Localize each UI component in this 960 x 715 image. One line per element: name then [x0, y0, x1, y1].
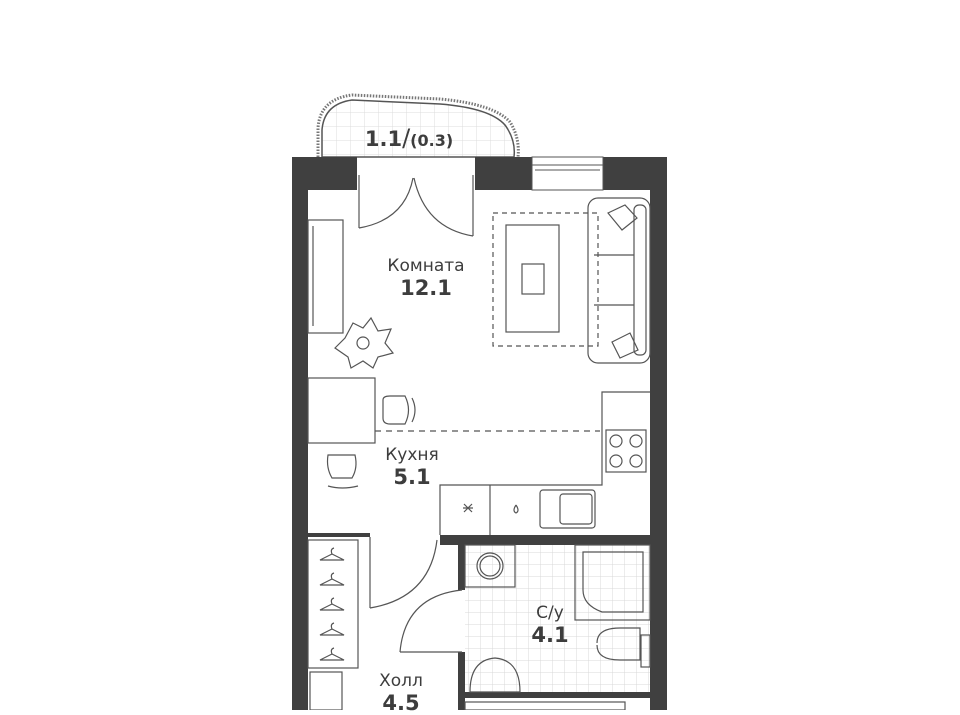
furniture — [307, 197, 651, 710]
window — [531, 156, 604, 191]
room-area: 12.1 — [400, 276, 452, 300]
room-area: 4.5 — [382, 691, 420, 715]
balcony-separator: / — [402, 124, 411, 152]
balcony-label: 1.1/(0.3) — [365, 124, 453, 152]
balcony-door — [358, 175, 474, 237]
room-label-kitchen: Кухня 5.1 — [385, 445, 439, 489]
room-label-living: Комната 12.1 — [387, 256, 464, 300]
room-name: С/у — [536, 603, 564, 623]
bathroom-floor — [465, 545, 650, 692]
room-label-bathroom: С/у 4.1 — [531, 603, 568, 647]
room-name: Холл — [379, 671, 423, 691]
balcony-area-reduced: (0.3) — [410, 131, 454, 150]
room-name: Кухня — [385, 445, 439, 465]
balcony — [316, 93, 520, 158]
room-name: Комната — [387, 256, 465, 276]
hanger-icons — [319, 547, 345, 661]
balcony-area: 1.1 — [364, 127, 403, 151]
room-area: 5.1 — [393, 465, 431, 489]
walls — [292, 157, 667, 710]
room-area: 4.1 — [531, 623, 569, 647]
room-label-hall: Холл 4.5 — [379, 671, 423, 715]
